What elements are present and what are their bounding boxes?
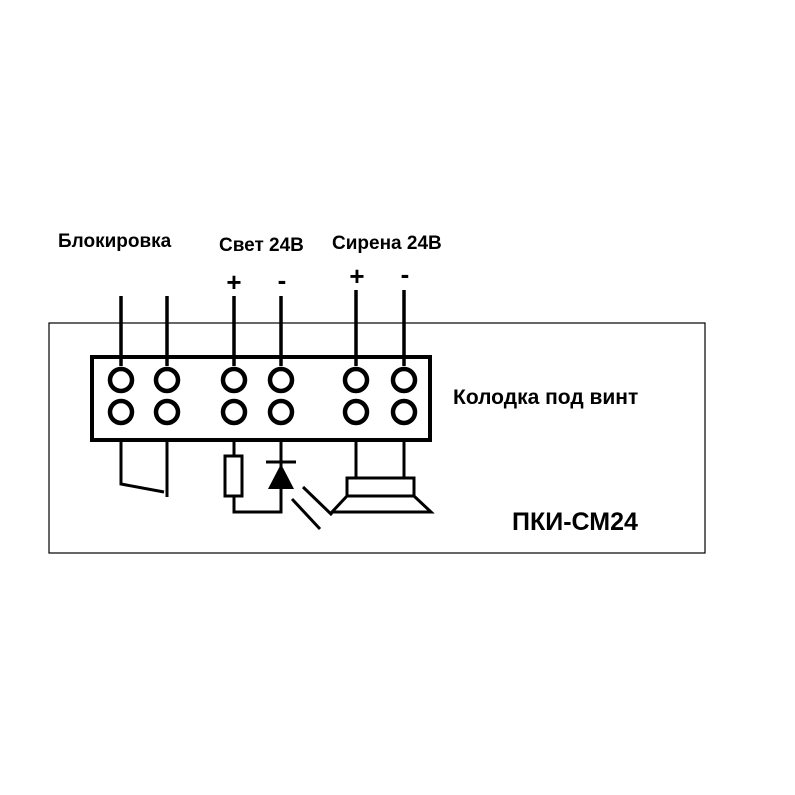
screw-3-top: [220, 366, 248, 394]
screw-2-bottom: [153, 398, 181, 426]
label-siren-plus: +: [349, 261, 364, 291]
screw-1-top: [107, 366, 135, 394]
led-emission-arrow-1: [301, 485, 334, 517]
label-siren-minus: -: [401, 259, 410, 289]
screw-3-bottom: [220, 398, 248, 426]
screw-4-top: [267, 366, 295, 394]
label-siren: Сирена 24В: [332, 233, 442, 254]
screw-2-top: [153, 366, 181, 394]
screw-5-bottom: [342, 398, 370, 426]
label-terminal-block: Колодка под винт: [453, 386, 638, 409]
incoming-wires: [119, 290, 406, 366]
terminal-screws: [107, 366, 418, 426]
siren-cone: [328, 494, 435, 514]
screw-6-top: [390, 366, 418, 394]
screw-6-bottom: [390, 398, 418, 426]
led-triangle: [268, 464, 294, 489]
label-blocking: Блокировка: [58, 231, 172, 252]
led-icon: [266, 460, 296, 489]
terminal-block: [90, 355, 432, 442]
internal-wiring: [119, 440, 406, 531]
screw-1-bottom: [107, 398, 135, 426]
resistor-symbol: [223, 454, 244, 498]
siren-icon: [328, 476, 435, 514]
label-light-minus: -: [278, 265, 287, 295]
led-emission-arrow-2: [290, 497, 322, 531]
device-enclosure: [48, 322, 706, 554]
siren-magnet: [345, 476, 416, 498]
screw-4-bottom: [267, 398, 295, 426]
screw-5-top: [342, 366, 370, 394]
label-model: ПКИ-СМ24: [512, 508, 638, 536]
blocking-switch: [119, 440, 165, 494]
label-light: Свет 24В: [219, 235, 304, 256]
label-light-plus: +: [226, 267, 241, 297]
